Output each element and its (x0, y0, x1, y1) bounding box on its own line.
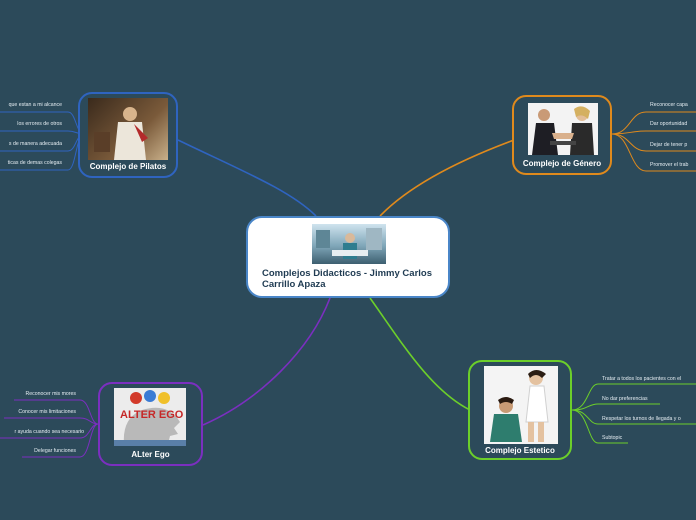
pilatos-leaf-4[interactable]: ticas de demas colegas (7, 160, 62, 166)
estetico-leaf-lines (571, 383, 696, 444)
connector-alterego (202, 297, 331, 426)
pilatos-image (88, 98, 168, 160)
connector-pilatos (177, 139, 317, 217)
alterego-leaf-4[interactable]: Delegar funciones (34, 448, 76, 454)
alterego-leaf-2[interactable]: Conocer mis limitaciones (18, 409, 76, 415)
estetico-label: Complejo Estetico (485, 446, 555, 455)
genero-leaf-lines (611, 111, 696, 172)
estetico-leaf-2[interactable]: No dar preferencias (602, 396, 648, 402)
estetico-leaf-4[interactable]: Subtopic (602, 435, 623, 441)
svg-text:ALTER EGO: ALTER EGO (120, 409, 184, 421)
genero-leaf-2[interactable]: Dar oportunidad (650, 121, 688, 127)
pilatos-leaf-1[interactable]: que estan a mi alcance (8, 102, 62, 108)
estetico-leaf-1[interactable]: Tratar a todos los pacientes con el (602, 376, 682, 382)
node-complejo-pilatos[interactable]: Complejo de Pilatos (78, 92, 178, 178)
node-complejo-estetico[interactable]: Complejo Estetico (468, 360, 572, 460)
alterego-label: ALter Ego (131, 450, 170, 459)
connector-genero (379, 139, 515, 217)
genero-leaf-4[interactable]: Promover el trab (650, 162, 689, 168)
connector-estetico (369, 297, 471, 411)
estetico-image (484, 366, 558, 444)
pilatos-leaf-2[interactable]: los errores de otros (17, 121, 62, 127)
estetico-leaf-3[interactable]: Respetar los turnos de llegada y o (602, 416, 681, 422)
genero-leaf-3[interactable]: Dejar de tener p (650, 142, 688, 148)
pilatos-leaf-3[interactable]: s de manera adecuada (8, 141, 62, 147)
pilatos-label: Complejo de Pilatos (89, 162, 167, 171)
genero-image (528, 103, 598, 155)
genero-label: Complejo de Género (522, 159, 602, 168)
central-title: Complejos Didacticos - Jimmy Carlos Carr… (262, 268, 432, 290)
node-alter-ego[interactable]: ALTER EGO ALter Ego (98, 382, 203, 466)
central-topic[interactable]: Complejos Didacticos - Jimmy Carlos Carr… (246, 216, 450, 298)
central-image (312, 224, 386, 264)
node-complejo-genero[interactable]: Complejo de Género (512, 95, 612, 175)
alterego-leaf-3[interactable]: r ayuda cuando sea necesario (14, 429, 84, 435)
alterego-image: ALTER EGO (114, 388, 186, 446)
alterego-leaf-lines (0, 399, 99, 458)
genero-leaf-1[interactable]: Reconocer capa (650, 102, 688, 108)
alterego-leaf-1[interactable]: Reconocer mis mores (25, 391, 76, 397)
